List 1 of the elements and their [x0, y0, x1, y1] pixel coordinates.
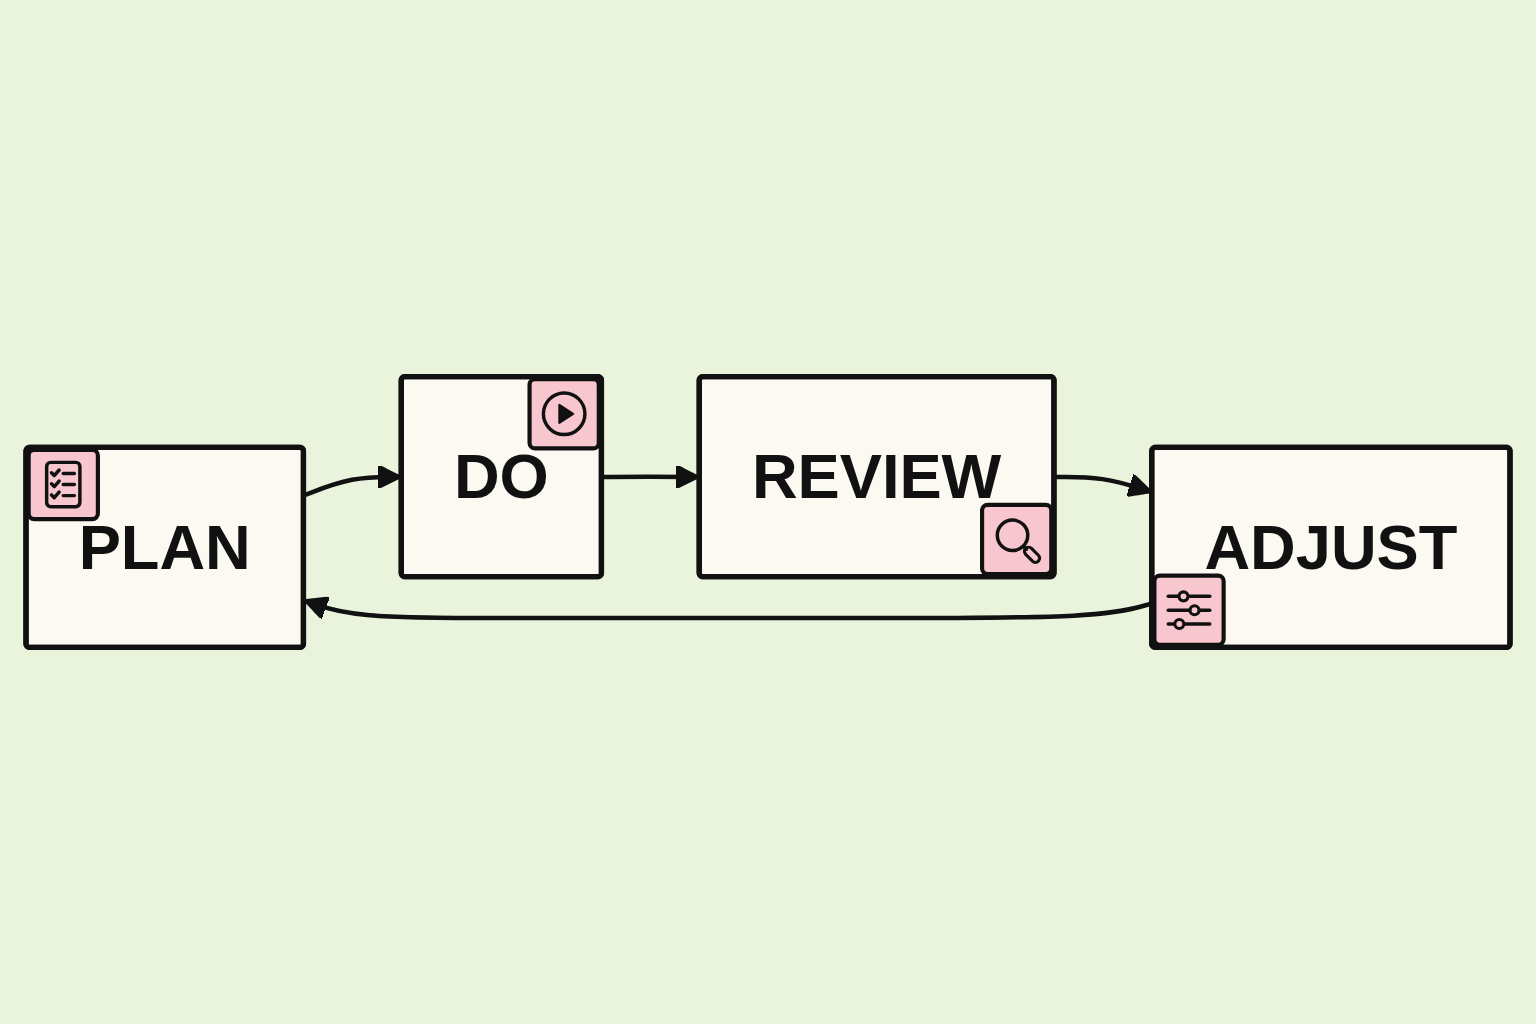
arrow — [601, 464, 700, 490]
